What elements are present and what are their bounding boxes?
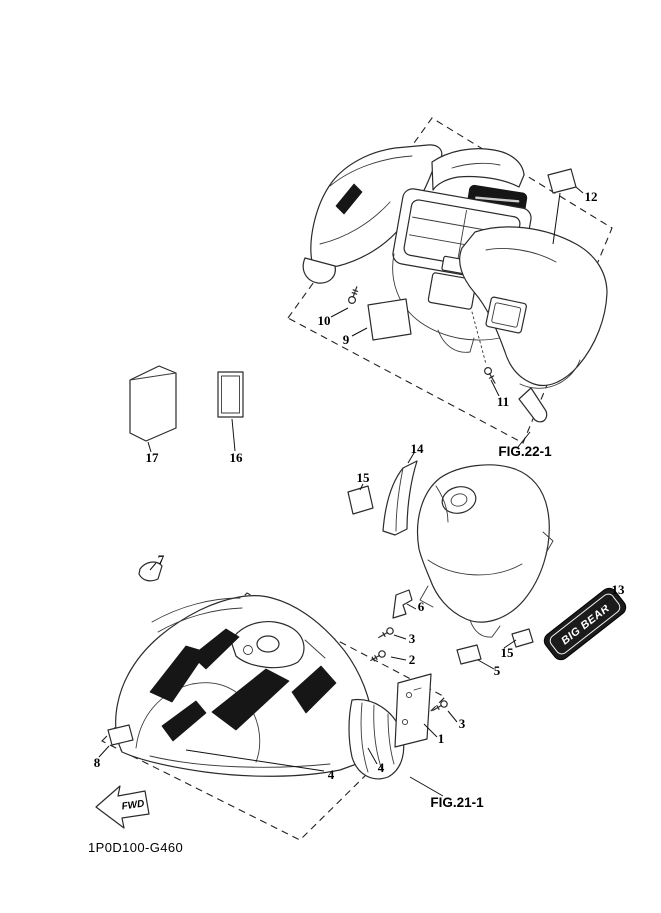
part-15a-label xyxy=(347,485,374,515)
callout-4-a: 4 xyxy=(328,767,335,782)
callout-2: 2 xyxy=(409,652,416,667)
mud-flap xyxy=(348,698,405,780)
front-fender-assembly xyxy=(115,595,374,777)
figure-label-22-1: FIG.22-1 xyxy=(498,444,552,459)
callout-5: 5 xyxy=(494,663,501,678)
callout-9: 9 xyxy=(343,332,350,347)
part-10-screw xyxy=(347,286,359,305)
callout-11: 11 xyxy=(497,394,509,409)
part-17-sheet xyxy=(129,365,177,442)
rear-fender-assembly xyxy=(302,144,608,423)
part-11-screw xyxy=(483,366,496,384)
callout-6: 6 xyxy=(418,599,425,614)
callout-16: 16 xyxy=(230,450,244,465)
part-6-bracket xyxy=(392,589,413,619)
callout-8: 8 xyxy=(94,755,101,770)
part-5-label xyxy=(456,644,482,665)
part-3b-screw xyxy=(432,700,448,712)
part-15b-label xyxy=(511,628,534,648)
fig-22-1-boundary xyxy=(287,117,613,444)
part-14-strip xyxy=(382,460,418,536)
part-12-label xyxy=(547,168,577,194)
part-3a-screw xyxy=(378,627,394,639)
callout-10: 10 xyxy=(318,313,331,328)
callout-1: 1 xyxy=(438,731,445,746)
callout-12: 12 xyxy=(585,189,598,204)
figure-label-21-1: FIG.21-1 xyxy=(430,795,484,810)
leader-lines xyxy=(98,186,613,797)
callout-15-b: 15 xyxy=(501,645,515,660)
callout-3-a: 3 xyxy=(409,631,416,646)
part-1-panel xyxy=(394,673,432,748)
callout-7: 7 xyxy=(158,552,165,567)
callout-3-b: 3 xyxy=(459,716,466,731)
callout-14: 14 xyxy=(411,441,425,456)
part-8-label xyxy=(107,724,134,746)
part-9-label xyxy=(367,298,412,341)
callout-4-b: 4 xyxy=(378,760,385,775)
fwd-arrow-icon xyxy=(95,785,150,829)
callout-15-a: 15 xyxy=(357,470,371,485)
callout-17: 17 xyxy=(146,450,160,465)
callout-13: 13 xyxy=(612,582,626,597)
part-2-screw xyxy=(370,650,386,662)
fwd-label: FWD xyxy=(121,798,145,812)
part-7-clip xyxy=(138,561,163,582)
fuel-tank-cover xyxy=(416,464,554,638)
part-16-label xyxy=(217,371,244,418)
part-code: 1P0D100-G460 xyxy=(88,840,183,855)
